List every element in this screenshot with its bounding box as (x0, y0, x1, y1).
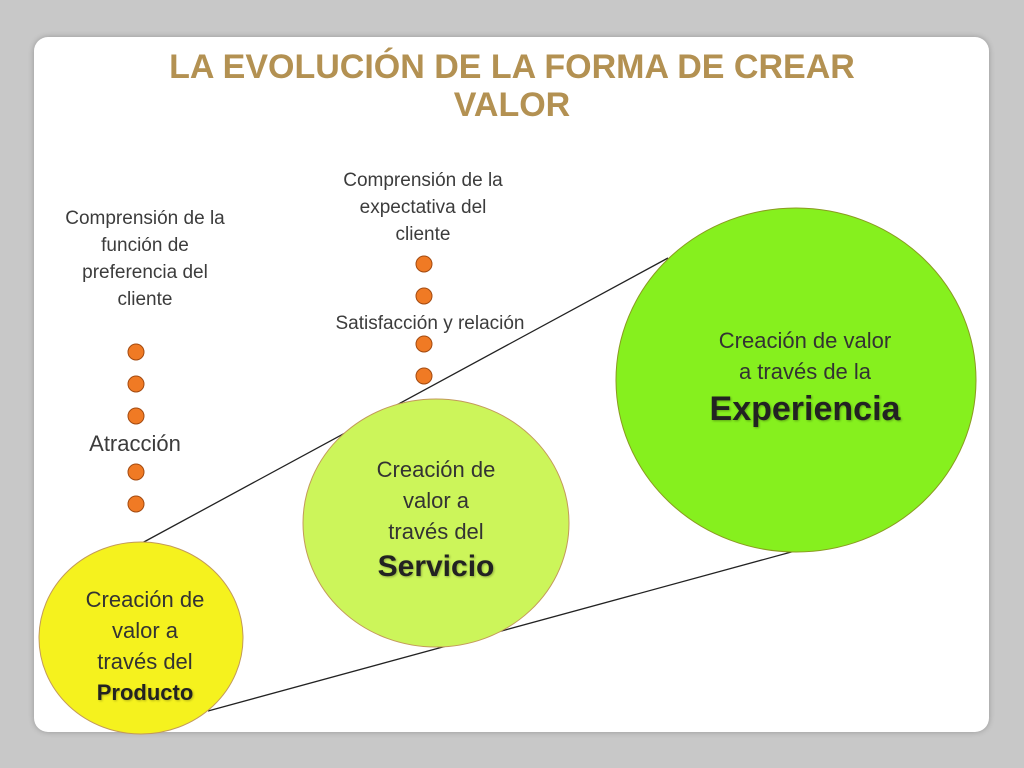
label-line: función de (101, 235, 189, 256)
text-producto: Creación de valor a través del Producto (50, 584, 240, 708)
label-expectation: Comprensión de la expectativa del client… (318, 167, 528, 248)
circle-line: valor a (402, 488, 470, 513)
dot (415, 287, 433, 305)
dot (127, 407, 145, 425)
label-line: Comprensión de la (65, 208, 225, 229)
label-line: cliente (117, 289, 173, 310)
text-experiencia: Creación de valor a través de la Experie… (665, 325, 945, 431)
circle-experiencia (615, 207, 977, 553)
emphasis-experiencia: Experiencia (709, 390, 901, 428)
dot (127, 463, 145, 481)
dot (127, 495, 145, 513)
label-preference-function: Comprensión de la función de preferencia… (40, 205, 250, 313)
circle-line: a través de la (738, 359, 872, 384)
label-line: preferencia del (82, 262, 208, 283)
dot (415, 367, 433, 385)
title-line-1: LA EVOLUCIÓN DE LA FORMA DE CREAR (169, 48, 855, 86)
title-line-2: VALOR (453, 86, 571, 124)
label-line: Comprensión de la (343, 170, 503, 191)
circle-line: Creación de (376, 457, 496, 482)
circle-producto (38, 541, 244, 735)
label-line: cliente (395, 224, 451, 245)
label-atraccion: Atracción (89, 431, 181, 456)
label-satisfaction: Satisfacción y relación (335, 313, 525, 334)
circle-line: través del (388, 519, 484, 544)
emphasis-producto: Producto (96, 680, 194, 705)
connector-line-top (141, 257, 669, 544)
label-line: expectativa del (359, 197, 487, 218)
circle-line: través del (97, 649, 193, 674)
dot (127, 375, 145, 393)
circle-servicio (302, 398, 570, 648)
dot (127, 343, 145, 361)
slide-title: LA EVOLUCIÓN DE LA FORMA DE CREAR VALOR (0, 48, 1024, 124)
dot (415, 335, 433, 353)
circle-line: valor a (111, 618, 179, 643)
dots-left-column (127, 343, 145, 513)
dots-center-column (415, 255, 433, 385)
dot (415, 255, 433, 273)
circle-line: Creación de valor (718, 328, 892, 353)
text-servicio: Creación de valor a través del Servicio (336, 454, 536, 587)
circle-line: Creación de (85, 587, 205, 612)
emphasis-servicio: Servicio (377, 550, 495, 583)
